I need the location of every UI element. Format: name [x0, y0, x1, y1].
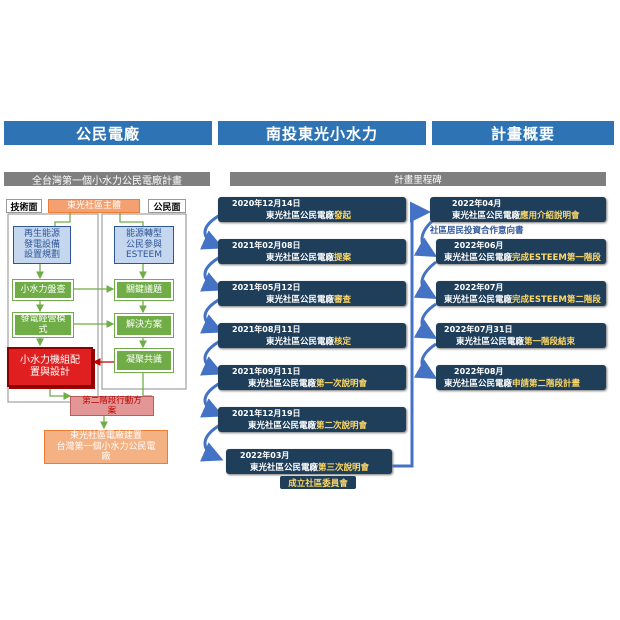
milestone-date: 2022年03月 — [240, 451, 290, 460]
milestone-item: 2022年07月 東光社區公民電廠完成ESTEEM第二階段 — [436, 281, 606, 306]
milestone-text: 東光社區公民電廠 — [444, 295, 513, 305]
milestone-text: 東光社區公民電廠 — [444, 253, 513, 263]
milestone-text: 東光社區公民電廠 — [456, 337, 525, 347]
milestone-item: 2021年12月19日 東光社區公民電廠第二次說明會 — [218, 407, 406, 432]
milestone-text: 東光社區公民電廠 — [266, 253, 335, 263]
investment-note: 社區居民投資合作意向書 — [430, 226, 524, 236]
left-step-1: 再生能源 發電設備 設置規劃 — [13, 226, 71, 264]
milestone-text: 東光社區公民電廠 — [266, 337, 335, 347]
milestone-text: 東光社區公民電廠 — [250, 463, 319, 473]
milestone-date: 2021年08月11日 — [232, 325, 301, 334]
left-step-4-highlight: 小水力機組配 置與設計 — [7, 347, 93, 387]
left-step-2: 小水力盤查 — [12, 279, 74, 301]
header-right: 計畫概要 — [432, 121, 614, 145]
committee-note: 成立社區委員會 — [280, 476, 356, 489]
header-middle: 南投東光小水力 — [218, 121, 426, 145]
milestone-item: 2022年06月 東光社區公民電廠完成ESTEEM第一階段 — [436, 239, 606, 264]
milestone-date: 2022年08月 — [454, 367, 504, 376]
milestone-text: 東光社區公民電廠 — [248, 379, 317, 389]
milestone-date: 2021年02月08日 — [232, 241, 301, 250]
milestone-item: 2021年05月12日 東光社區公民電廠審查 — [218, 281, 406, 306]
milestone-item: 2021年08月11日 東光社區公民電廠核定 — [218, 323, 406, 348]
milestone-highlight: 審查 — [334, 295, 352, 305]
milestone-highlight: 第二次說明會 — [316, 421, 368, 431]
right-step-1: 能源轉型 公民參與 ESTEEM — [114, 226, 174, 264]
milestone-highlight: 第三次說明會 — [318, 463, 370, 473]
right-step-4: 凝聚共識 — [114, 348, 174, 373]
milestone-item: 2022年08月 東光社區公民電廠申請第二階段計畫 — [436, 365, 606, 390]
milestone-text: 東光社區公民電廠 — [266, 295, 335, 305]
milestone-highlight: 發起 — [334, 211, 352, 221]
milestone-highlight: 核定 — [334, 337, 352, 347]
milestone-text: 東光社區公民電廠 — [452, 211, 521, 221]
milestone-item: 2022年03月 東光社區公民電廠第三次說明會 — [226, 449, 392, 474]
milestone-highlight: 第一次說明會 — [316, 379, 368, 389]
milestone-item: 2022年07月31日 東光社區公民電廠第一階段結束 — [436, 323, 606, 348]
milestone-highlight: 提案 — [334, 253, 352, 263]
final-goal-node: 東光社區電廠建置 台灣第一個小水力公民電 廠 — [44, 430, 168, 464]
right-step-2: 關鍵議題 — [114, 279, 174, 301]
milestone-title: 計畫里程碑 — [230, 172, 606, 186]
civic-tag: 公民面 — [148, 199, 186, 213]
milestone-date: 2022年07月 — [454, 283, 504, 292]
left-subtitle: 全台灣第一個小水力公民電廠計畫 — [4, 172, 210, 187]
milestone-text: 東光社區公民電廠 — [248, 421, 317, 431]
milestone-item: 2022年04月 東光社區公民電廠應用介紹說明會 — [430, 197, 606, 222]
header-left: 公民電廠 — [4, 121, 212, 145]
milestone-date: 2021年12月19日 — [232, 409, 301, 418]
milestone-item: 2021年02月08日 東光社區公民電廠提案 — [218, 239, 406, 264]
milestone-date: 2020年12月14日 — [232, 199, 301, 208]
milestone-highlight: 應用介紹說明會 — [520, 211, 580, 221]
milestone-date: 2022年04月 — [452, 199, 502, 208]
left-step-3: 發電經營模 式 — [12, 312, 74, 338]
milestone-highlight: 申請第二階段計畫 — [512, 379, 581, 389]
action-plan-node: 第二階段行動方 案 — [70, 396, 154, 416]
right-step-3: 解決方案 — [114, 313, 174, 338]
community-node: 東光社區主體 — [48, 199, 140, 213]
milestone-date: 2022年07月31日 — [444, 325, 513, 334]
milestone-date: 2022年06月 — [454, 241, 504, 250]
milestone-item: 2021年09月11日 東光社區公民電廠第一次說明會 — [218, 365, 406, 390]
milestone-date: 2021年05月12日 — [232, 283, 301, 292]
milestone-item: 2020年12月14日 東光社區公民電廠發起 — [218, 197, 406, 222]
milestone-highlight: 第一階段結束 — [524, 337, 576, 347]
milestone-text: 東光社區公民電廠 — [266, 211, 335, 221]
milestone-date: 2021年09月11日 — [232, 367, 301, 376]
milestone-highlight: 完成ESTEEM第一階段 — [512, 253, 601, 263]
milestone-text: 東光社區公民電廠 — [444, 379, 513, 389]
milestone-highlight: 完成ESTEEM第二階段 — [512, 295, 601, 305]
tech-tag: 技術面 — [6, 199, 42, 213]
